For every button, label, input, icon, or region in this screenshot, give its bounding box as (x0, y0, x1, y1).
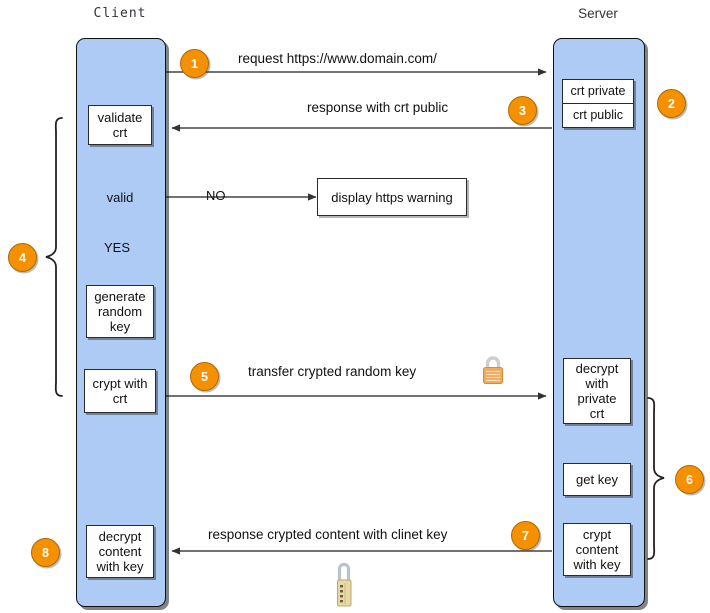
step-badge-1[interactable]: 1 (180, 49, 209, 78)
box-decrypt-content-with-key[interactable]: decrypt content with key (86, 525, 154, 578)
step-badge-2[interactable]: 2 (657, 89, 686, 118)
box-validate-crt[interactable]: validate crt (88, 105, 152, 145)
step-badge-6[interactable]: 6 (675, 465, 704, 494)
lane-title-client: Client (93, 6, 147, 21)
decision-valid[interactable]: valid (87, 171, 153, 223)
box-display-https-warning[interactable]: display https warning (317, 178, 467, 216)
lane-title-server: Server (578, 6, 618, 21)
decision-valid-label: valid (106, 189, 134, 205)
step-badge-5[interactable]: 5 (190, 362, 219, 391)
box-get-key[interactable]: get key (563, 463, 631, 496)
cell-crt-public: crt public (572, 108, 624, 123)
message-label-response-content: response crypted content with clinet key (208, 527, 448, 542)
step-badge-7[interactable]: 7 (511, 521, 540, 550)
box-crt-pair[interactable]: crt private crt public (562, 79, 634, 128)
box-decrypt-with-private-crt[interactable]: decrypt with private crt (563, 358, 631, 424)
box-crypt-with-crt[interactable]: crypt with crt (84, 369, 156, 413)
cell-crt-private: crt private (563, 80, 633, 104)
lane-server (553, 38, 645, 607)
message-label-response-public: response with crt public (307, 100, 449, 115)
message-label-request: request https://www.domain.com/ (238, 51, 437, 66)
padlock-icon (480, 355, 506, 385)
message-label-transfer-key: transfer crypted random key (248, 364, 417, 379)
step-badge-8[interactable]: 8 (31, 538, 60, 567)
branch-label-no: NO (206, 188, 226, 203)
box-crypt-content-with-key[interactable]: crypt content with key (563, 523, 631, 576)
step-badge-3[interactable]: 3 (508, 96, 537, 125)
branch-label-yes: YES (104, 240, 131, 255)
box-generate-random-key[interactable]: generate random key (86, 285, 154, 338)
step-badge-4[interactable]: 4 (8, 243, 37, 272)
combination-padlock-icon (331, 558, 357, 608)
